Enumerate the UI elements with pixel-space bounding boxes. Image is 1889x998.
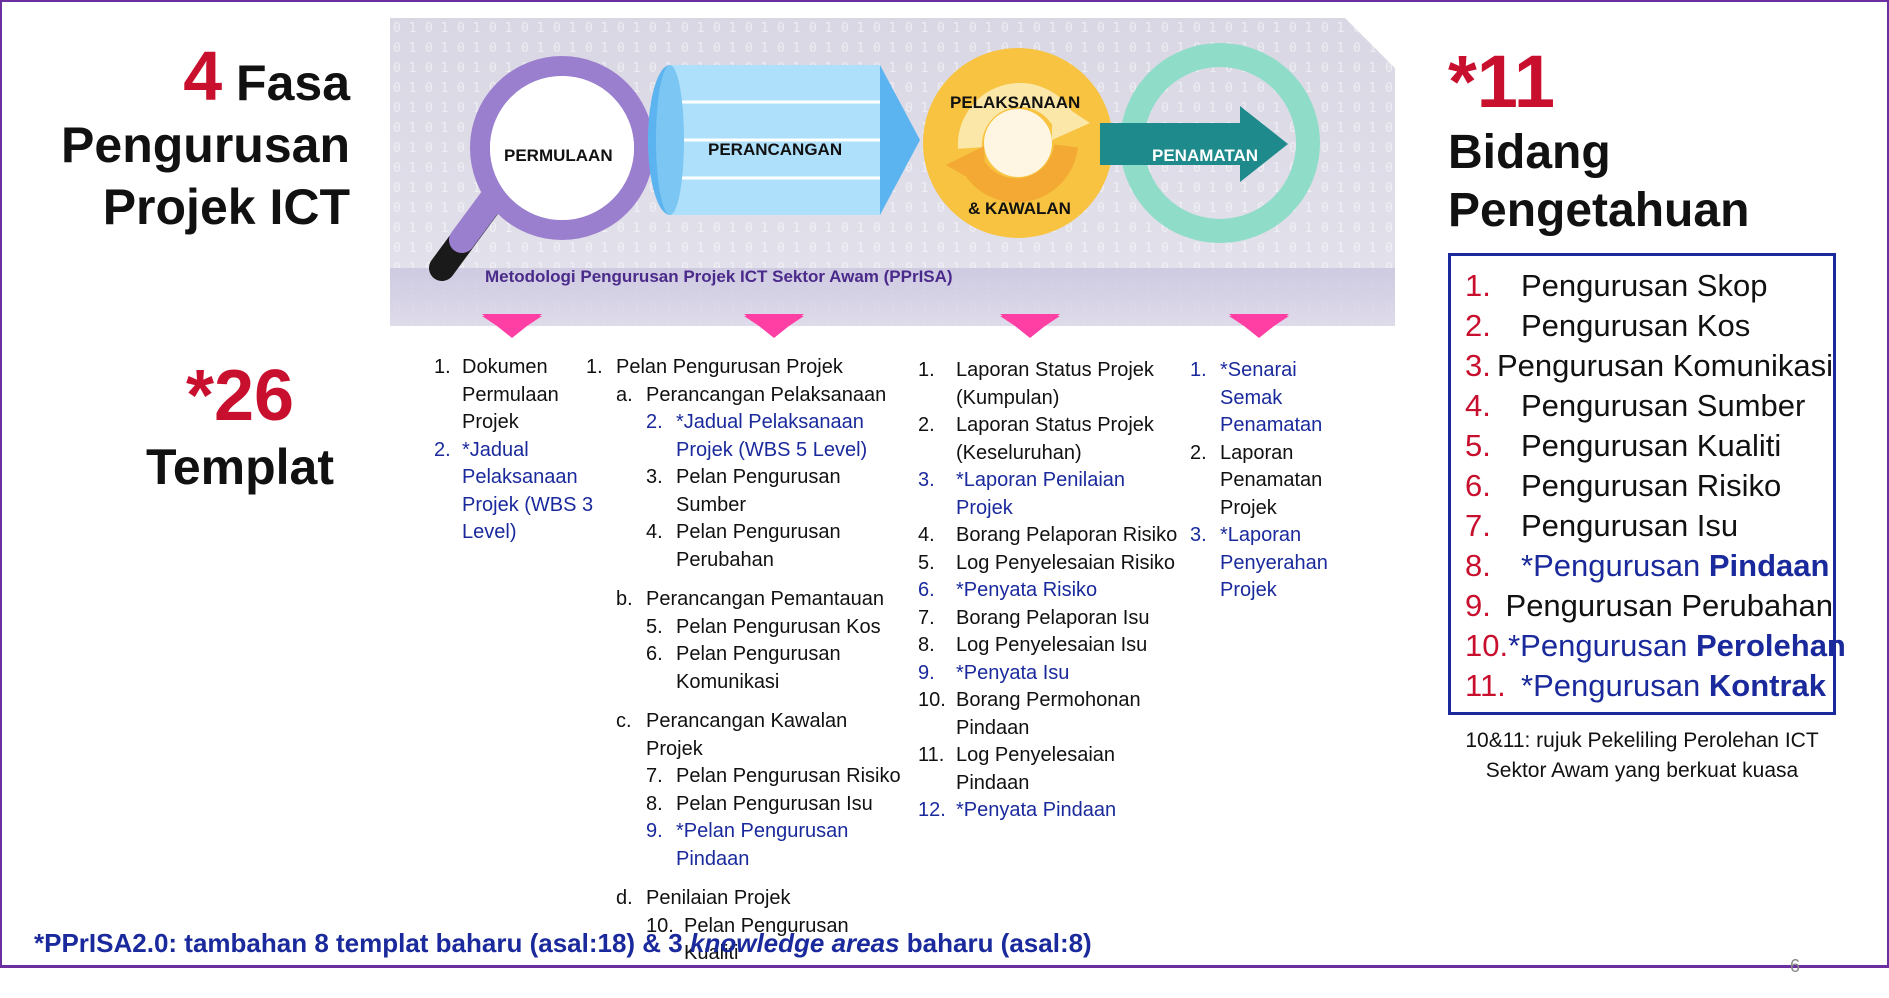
knowledge-area-item-new: 8.*Pengurusan Pindaan xyxy=(1465,548,1830,583)
template-group-c: c.Perancangan Kawalan Projek 7.Pelan Pen… xyxy=(586,708,906,873)
phase-label-kawalan: & KAWALAN xyxy=(968,199,1071,218)
knowledge-area-count: *11 xyxy=(1448,40,1556,123)
marker-penamatan xyxy=(1229,314,1289,338)
knowledge-area-item-new: 10.*Pengurusan Perolehan xyxy=(1465,628,1846,663)
phase-word: Fasa xyxy=(236,55,350,111)
template-item: 9.*Penyata Isu xyxy=(918,661,1070,684)
template-count-block: *26 Templat xyxy=(130,355,350,497)
knowledge-area-note: 10&11: rujuk Pekeliling Perolehan ICT Se… xyxy=(1465,729,1819,782)
phase-title-line3: Projek ICT xyxy=(102,179,350,235)
knowledge-area-item: 4.Pengurusan Sumber xyxy=(1465,388,1806,423)
cycle-arrow-bottom xyxy=(966,144,1078,203)
knowledge-area-item: 7.Pengurusan Isu xyxy=(1465,508,1739,543)
knowledge-area-item: 3.Pengurusan Komunikasi xyxy=(1465,348,1833,383)
template-item: 2. *Jadual Pelaksanaan Projek (WBS 3 Lev… xyxy=(434,438,594,544)
knowledge-area-item: 5.Pengurusan Kualiti xyxy=(1465,428,1782,463)
template-item: 12.*Penyata Pindaan xyxy=(918,799,1117,821)
penamatan-arrow-body xyxy=(1100,123,1240,165)
knowledge-areas-title: *11 Bidang Pengetahuan xyxy=(1448,40,1749,240)
penamatan-phase xyxy=(1100,43,1320,243)
templates-perancangan: 1. Pelan Pengurusan Projek a.Perancangan… xyxy=(586,354,906,968)
templates-pelaksanaan: 1.Laporan Status Projek (Kumpulan) 2.Lap… xyxy=(918,357,1180,825)
magnifier-lens xyxy=(490,76,634,220)
phase-label-permulaan: PERMULAAN xyxy=(504,146,613,165)
template-item: 2.Laporan Status Projek (Keseluruhan) xyxy=(918,414,1154,464)
template-group-d: d.Penilaian Projek 10.Pelan Pengurusan K… xyxy=(586,885,906,968)
perancangan-phase xyxy=(648,65,920,215)
knowledge-area-item: 2.Pengurusan Kos xyxy=(1465,308,1751,343)
phase-count: 4 xyxy=(183,37,223,115)
phase-diagram: 0 1 xyxy=(390,18,1395,326)
template-item: 4.Pelan Pengurusan Perubahan xyxy=(646,521,841,571)
template-item: 3.*Laporan Penyerahan Projek xyxy=(1190,524,1328,601)
phase-label-perancangan: PERANCANGAN xyxy=(708,140,842,159)
template-item: 9.*Pelan Pengurusan Pindaan xyxy=(646,820,849,870)
template-item: 7.Pelan Pengurusan Risiko xyxy=(646,765,901,787)
template-item: 1.Laporan Status Projek (Kumpulan) xyxy=(918,359,1154,409)
phase-title-line2: Pengurusan xyxy=(61,117,350,173)
template-item: 1.*Senarai Semak Penamatan xyxy=(1190,359,1323,436)
marker-pelaksanaan xyxy=(1000,314,1060,338)
perancangan-arrow-head xyxy=(880,65,920,215)
pelaksanaan-phase xyxy=(923,48,1113,238)
phase-title: 4 Fasa Pengurusan Projek ICT xyxy=(30,41,350,238)
knowledge-areas-line2: Pengetahuan xyxy=(1448,184,1750,237)
cycle-arrow-top xyxy=(957,83,1073,149)
template-item: 10.Borang Permohonan Pindaan xyxy=(918,689,1141,739)
marker-perancangan xyxy=(744,314,804,338)
template-item: 11.Log Penyelesaian Pindaan xyxy=(918,744,1116,794)
slide-frame xyxy=(0,0,1889,968)
knowledge-area-item: 6.Pengurusan Risiko xyxy=(1465,468,1782,503)
template-item: 3.*Laporan Penilaian Projek xyxy=(918,469,1126,519)
knowledge-area-item: 9.Pengurusan Perubahan xyxy=(1465,588,1833,623)
knowledge-area-item: 1.Pengurusan Skop xyxy=(1465,268,1768,303)
templates-permulaan: 1. Dokumen Permulaan Projek 2. *Jadual P… xyxy=(434,354,594,547)
template-item: 2.Laporan Penamatan Projek xyxy=(1190,441,1323,519)
template-item: 6.Pelan Pengurusan Komunikasi xyxy=(646,643,841,693)
template-item: 4.Borang Pelaporan Risiko xyxy=(918,524,1178,546)
template-count: *26 xyxy=(185,356,295,436)
template-item: 3.Pelan Pengurusan Sumber xyxy=(646,466,841,516)
template-item: 2.*Jadual Pelaksanaan Projek (WBS 5 Leve… xyxy=(646,411,868,461)
template-item: 7.Borang Pelaporan Isu xyxy=(918,606,1150,629)
permulaan-phase xyxy=(429,56,654,281)
page-number: 6 xyxy=(1790,956,1801,976)
footer-note: *PPrISA2.0: tambahan 8 templat baharu (a… xyxy=(34,928,1092,958)
template-item: 8.Pelan Pengurusan Isu xyxy=(646,792,873,815)
templates-penamatan: 1.*Senarai Semak Penamatan 2.Laporan Pen… xyxy=(1190,357,1360,605)
knowledge-area-item-new: 11.*Pengurusan Kontrak xyxy=(1465,668,1827,703)
template-label: Templat xyxy=(146,439,334,495)
template-group-b: b.Perancangan Pemantauan 5.Pelan Penguru… xyxy=(586,586,906,696)
template-item: 8.Log Penyelesaian Isu xyxy=(918,634,1148,656)
knowledge-areas-line1: Bidang xyxy=(1448,126,1611,179)
template-item: 6.*Penyata Risiko xyxy=(918,579,1098,601)
banner-caption: Metodologi Pengurusan Projek ICT Sektor … xyxy=(485,267,953,286)
phase-label-pelaksanaan: PELAKSANAAN xyxy=(950,93,1080,112)
pprisa-banner: 0 1 xyxy=(390,18,1395,326)
template-item: 5.Log Penyelesaian Risiko xyxy=(918,551,1176,574)
template-item: 10.Pelan Pengurusan Kualiti xyxy=(646,914,849,965)
penamatan-arrow-head xyxy=(1240,106,1288,182)
phase-label-penamatan: PENAMATAN xyxy=(1152,146,1258,165)
template-group-a: a.Perancangan Pelaksanaan 2.*Jadual Pela… xyxy=(586,382,906,575)
template-item: 1. Pelan Pengurusan Projek xyxy=(586,356,843,378)
template-item: 5.Pelan Pengurusan Kos xyxy=(646,615,881,638)
phase-markers xyxy=(482,314,1289,338)
marker-permulaan xyxy=(482,314,542,338)
knowledge-area-list: 1.Pengurusan Skop 2.Pengurusan Kos 3.Pen… xyxy=(1448,253,1846,715)
template-item: 1. Dokumen Permulaan Projek xyxy=(434,356,559,433)
